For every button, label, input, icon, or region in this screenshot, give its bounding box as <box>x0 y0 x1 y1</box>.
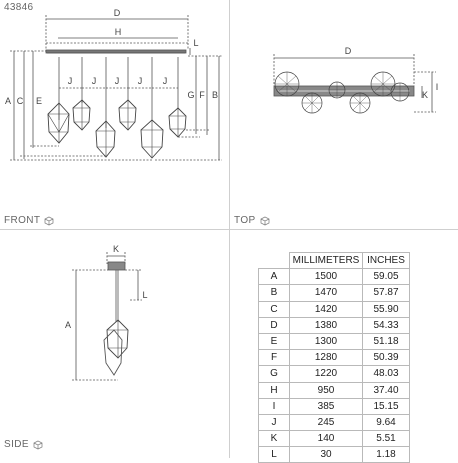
front-view-title: FRONT <box>4 215 41 226</box>
table-cell-inches: 1.18 <box>362 446 410 463</box>
table-cell-inches: 15.15 <box>362 397 410 415</box>
table-cell-mm: 30 <box>289 446 363 463</box>
front-view-drawing: D H J J J J J A C E G F B L <box>5 8 222 161</box>
dim-label-h: H <box>115 27 122 37</box>
table-cell-mm: 1470 <box>289 284 363 302</box>
cube-icon <box>33 440 43 449</box>
dim-label-g: G <box>187 90 194 100</box>
dim-label-a: A <box>5 96 11 106</box>
table-cell-mm: 140 <box>289 430 363 448</box>
side-canopy <box>107 261 126 271</box>
table-cell-inches: 55.90 <box>362 300 410 318</box>
table-cell-mm: 1280 <box>289 349 363 367</box>
table-header-cell <box>258 252 290 270</box>
dim-label-j: J <box>163 76 168 86</box>
dim-label-f: F <box>199 90 205 100</box>
dim-label-l: L <box>193 38 198 48</box>
table-cell-inches: 57.87 <box>362 284 410 302</box>
top-view-label: TOP <box>234 215 270 226</box>
table-cell-mm: 385 <box>289 397 363 415</box>
table-cell-inches: 48.03 <box>362 365 410 383</box>
cube-icon <box>260 216 269 225</box>
table-cell-mm: 1300 <box>289 332 363 351</box>
table-cell-letter: K <box>258 430 290 448</box>
table-cell-letter: A <box>258 268 290 286</box>
table-cell-letter: I <box>258 397 290 415</box>
dim-label-d: D <box>114 8 121 18</box>
table-cell-inches: 59.05 <box>362 268 410 286</box>
table-cell-letter: H <box>258 381 290 399</box>
table-cell-inches: 54.33 <box>362 316 410 334</box>
dim-label-a: A <box>65 320 71 330</box>
table-cell-letter: J <box>258 413 290 432</box>
side-view-label: SIDE <box>4 439 43 450</box>
dim-label-e: E <box>36 96 42 106</box>
table-cell-mm: 1380 <box>289 316 363 334</box>
table-header-row: MILLIMETERS INCHES <box>258 251 410 270</box>
table-cell-letter: F <box>258 349 290 367</box>
quadrant-divider-horizontal <box>0 229 458 230</box>
table-cell-letter: L <box>258 446 290 463</box>
table-cell-letter: E <box>258 332 290 351</box>
table-cell-letter: D <box>258 316 290 334</box>
table-header-cell: MILLIMETERS <box>289 251 363 270</box>
dim-label-k: K <box>113 244 119 254</box>
table-cell-inches: 51.18 <box>362 332 410 351</box>
table-cell-mm: 1220 <box>289 365 363 383</box>
table-cell-inches: 9.64 <box>362 413 410 432</box>
top-view-title: TOP <box>234 215 256 226</box>
side-view-drawing: K A L <box>65 244 148 381</box>
table-cell-letter: G <box>258 365 290 383</box>
table-cell-mm: 1500 <box>289 268 363 286</box>
dim-label-j: J <box>92 76 97 86</box>
table-header-cell: INCHES <box>362 251 410 270</box>
model-number: 43846 <box>4 2 34 13</box>
dim-label-d: D <box>345 46 352 56</box>
front-view-label: FRONT <box>4 215 54 226</box>
dim-label-j: J <box>68 76 73 86</box>
dim-label-j: J <box>138 76 143 86</box>
dim-label-j: J <box>115 76 120 86</box>
table-cell-letter: C <box>258 300 290 318</box>
table-cell-inches: 37.40 <box>362 381 410 399</box>
dim-label-b: B <box>212 90 218 100</box>
front-canopy <box>45 49 187 54</box>
table-cell-inches: 5.51 <box>362 430 410 448</box>
table-cell-mm: 245 <box>289 413 363 432</box>
table-cell-inches: 50.39 <box>362 349 410 367</box>
dim-label-c: C <box>17 96 24 106</box>
dim-label-i: I <box>436 82 439 92</box>
table-cell-mm: 1420 <box>289 300 363 318</box>
top-view-drawing: D I K <box>273 46 439 114</box>
dim-label-l: L <box>142 290 147 300</box>
table-cell-mm: 950 <box>289 381 363 399</box>
cube-icon <box>45 216 54 225</box>
table-cell-letter: B <box>258 284 290 302</box>
side-view-title: SIDE <box>4 439 29 450</box>
dim-label-k: K <box>422 90 428 100</box>
